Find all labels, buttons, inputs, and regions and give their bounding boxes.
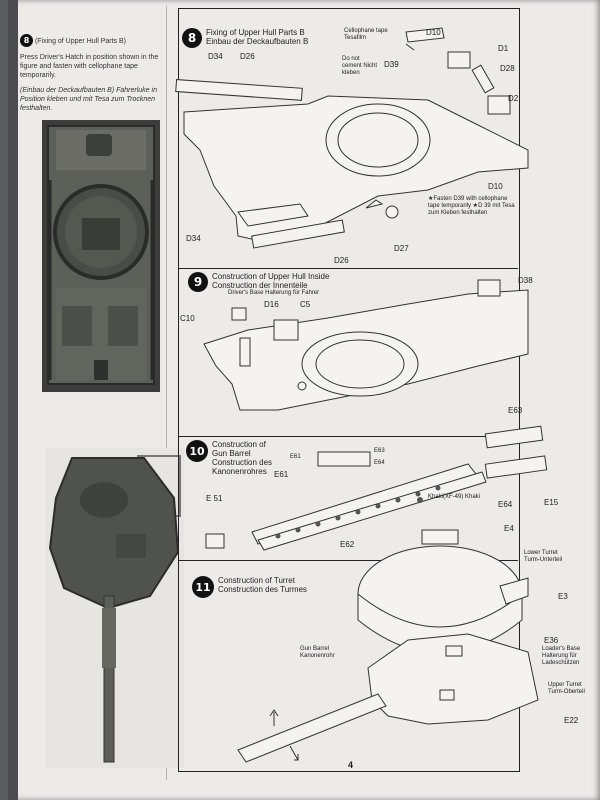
- label-e63-inset: E63: [374, 448, 385, 454]
- hull-photo: [42, 120, 160, 392]
- label-d28: D28: [500, 64, 515, 73]
- label-e36: E36: [544, 636, 559, 645]
- label-e63-right: E63: [508, 406, 523, 415]
- step-11-badge: 11: [192, 576, 214, 598]
- instruction-page: 8 (Fixing of Upper Hull Parts B) Press D…: [8, 0, 600, 800]
- page-number: 4: [348, 760, 354, 770]
- label-e61-inset: E61: [290, 454, 301, 460]
- label-e51: E 51: [206, 494, 223, 503]
- upper-turret-label: Upper Turret Turm-Oberteil: [548, 682, 585, 695]
- drivers-base-label: Driver's Base Halterung für Fahrer: [228, 290, 320, 296]
- label-d10-top: D10: [426, 28, 441, 37]
- label-d26-bottom: D26: [334, 256, 349, 265]
- khaki-paint-label: Khaki(XF-49) Khaki: [428, 494, 481, 500]
- label-d34-bottom: D34: [186, 234, 201, 243]
- section-separator-11: [178, 560, 518, 561]
- loaders-base-label: Loader's Base Halterung für Ladeschützen: [542, 646, 581, 666]
- instruction-frame: [178, 8, 520, 772]
- label-e4: E4: [504, 524, 514, 533]
- label-d26-top: D26: [240, 52, 255, 61]
- label-d39: D39: [384, 60, 399, 69]
- section-separator-9: [178, 268, 518, 269]
- label-e61: E61: [274, 470, 289, 479]
- section-separator-10: [178, 436, 518, 437]
- label-e15: E15: [544, 498, 559, 507]
- turret-photo: [46, 448, 184, 768]
- step-10-badge: 10: [186, 440, 208, 462]
- column-divider: [166, 6, 167, 780]
- binding-strip: [8, 0, 18, 800]
- label-d38: D38: [518, 276, 533, 285]
- label-d34-top: D34: [208, 52, 223, 61]
- fasten-note: ★Fasten D39 with cellophane tape tempora…: [428, 196, 515, 216]
- label-c5: C5: [300, 300, 311, 309]
- label-d2: D2: [508, 94, 519, 103]
- assembly-drawings: [175, 27, 548, 763]
- lower-turret-label: Lower Turret Turm-Unterteil: [524, 550, 563, 563]
- label-e62: E62: [340, 540, 355, 549]
- step-8-badge: 8: [182, 28, 202, 48]
- label-e64: E64: [498, 500, 513, 509]
- left-instruction-de: (Einbau der Deckaufbauten B) Fahrerluke …: [20, 87, 157, 112]
- step-9-badge: 9: [188, 272, 208, 292]
- label-d27: D27: [394, 244, 409, 253]
- step-8-small-badge: 8: [20, 34, 33, 47]
- label-d1: D1: [498, 44, 509, 53]
- left-step-title: (Fixing of Upper Hull Parts B): [34, 38, 126, 45]
- left-instructions: 8 (Fixing of Upper Hull Parts B) Press D…: [20, 34, 165, 119]
- gun-barrel-label: Gun Barrel Kanonenrohr: [300, 646, 335, 659]
- left-instruction-en: Press Driver's Hatch in position shown i…: [20, 54, 159, 79]
- label-d10-bottom: D10: [488, 182, 503, 191]
- cellophane-label: Cellophane tape Tesafilm: [344, 28, 388, 41]
- label-e64-inset: E64: [374, 460, 385, 466]
- label-e22: E22: [564, 716, 579, 725]
- do-not-cement-label: Do not cement Nicht kleben: [342, 56, 378, 76]
- label-c10: C10: [180, 314, 195, 323]
- label-d16: D16: [264, 300, 279, 309]
- label-e3: E3: [558, 592, 568, 601]
